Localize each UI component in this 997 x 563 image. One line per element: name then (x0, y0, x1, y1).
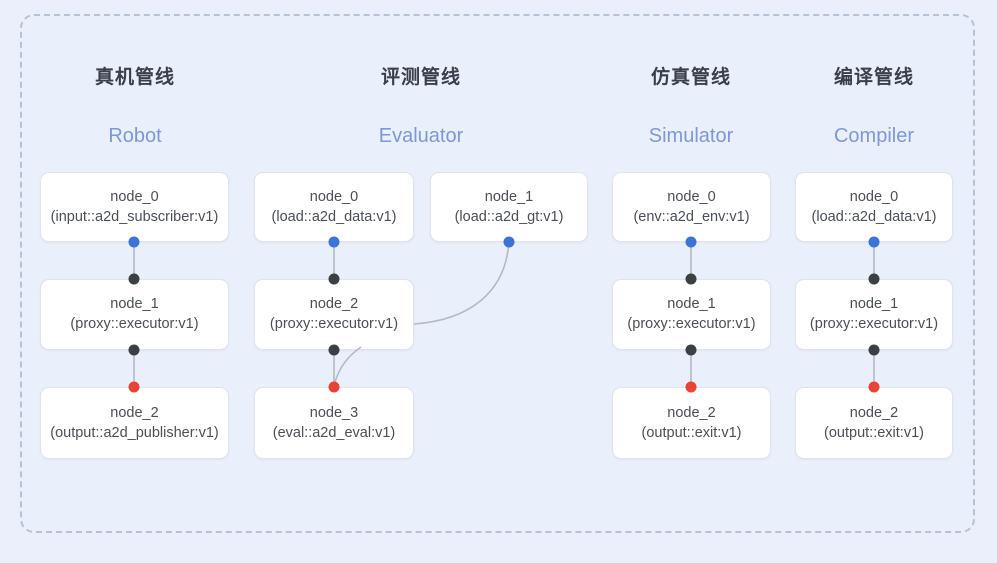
node-type: (output::a2d_publisher:v1) (50, 424, 219, 441)
column-title-en-robot: Robot (108, 125, 162, 147)
node-name: node_2 (110, 404, 159, 421)
node-simulator-0[interactable]: node_0 (env::a2d_env:v1) (612, 172, 771, 242)
node-robot-2[interactable]: node_2 (output::a2d_publisher:v1) (40, 387, 229, 459)
node-type: (load::a2d_data:v1) (271, 208, 397, 225)
node-type: (output::exit:v1) (824, 424, 924, 441)
node-type: (input::a2d_subscriber:v1) (50, 208, 219, 225)
node-name: node_1 (667, 296, 716, 312)
port-out-simulator-0[interactable] (685, 236, 697, 248)
column-title-cn-robot: 真机管线 (94, 67, 175, 88)
node-name: node_1 (484, 188, 534, 205)
node-evaluator-3[interactable]: node_3 (eval::a2d_eval:v1) (254, 387, 414, 459)
node-name: node_0 (309, 188, 359, 205)
port-in-compiler-1[interactable] (868, 273, 880, 285)
node-type: (eval::a2d_eval:v1) (272, 424, 396, 441)
node-evaluator-0[interactable]: node_0 (load::a2d_data:v1) (254, 172, 414, 242)
port-out-compiler-0[interactable] (868, 236, 880, 248)
node-name: node_2 (309, 296, 359, 312)
node-name: node_1 (849, 296, 899, 312)
port-out-simulator-1[interactable] (685, 344, 697, 356)
node-name: node_0 (849, 188, 899, 205)
node-type: (output::exit:v1) (641, 424, 742, 441)
port-out-robot-1[interactable] (128, 344, 140, 356)
port-out-evaluator-0[interactable] (328, 236, 340, 248)
node-name: node_0 (667, 188, 716, 205)
node-type: (load::a2d_gt:v1) (454, 208, 564, 225)
column-title-en-compiler: Compiler (833, 125, 915, 147)
port-in-robot-2[interactable] (128, 381, 140, 393)
port-out-evaluator-2[interactable] (328, 344, 340, 356)
node-type: (proxy::executor:v1) (627, 316, 756, 332)
node-type: (load::a2d_data:v1) (811, 208, 937, 225)
node-name: node_1 (110, 296, 159, 312)
port-out-evaluator-1[interactable] (503, 236, 515, 248)
port-in-simulator-2[interactable] (685, 381, 697, 393)
node-compiler-2[interactable]: node_2 (output::exit:v1) (795, 387, 953, 459)
node-simulator-1[interactable]: node_1 (proxy::executor:v1) (612, 279, 771, 350)
port-out-compiler-1[interactable] (868, 344, 880, 356)
node-compiler-0[interactable]: node_0 (load::a2d_data:v1) (795, 172, 953, 242)
port-out-robot-0[interactable] (128, 236, 140, 248)
node-type: (proxy::executor:v1) (269, 316, 399, 332)
column-title-en-simulator: Simulator (648, 125, 734, 147)
port-in-evaluator-3[interactable] (328, 381, 340, 393)
node-evaluator-2[interactable]: node_2 (proxy::executor:v1) (254, 279, 414, 350)
node-name: node_2 (849, 404, 899, 421)
node-name: node_0 (110, 188, 159, 205)
port-in-compiler-2[interactable] (868, 381, 880, 393)
node-evaluator-1[interactable]: node_1 (load::a2d_gt:v1) (430, 172, 588, 242)
column-title-cn-evaluator: 评测管线 (380, 67, 461, 88)
node-type: (proxy::executor:v1) (70, 316, 199, 332)
node-name: node_2 (667, 404, 716, 421)
port-in-simulator-1[interactable] (685, 273, 697, 285)
column-title-en-evaluator: Evaluator (378, 125, 464, 147)
node-type: (proxy::executor:v1) (809, 316, 939, 332)
port-in-evaluator-2[interactable] (328, 273, 340, 285)
node-name: node_3 (309, 404, 359, 421)
node-simulator-2[interactable]: node_2 (output::exit:v1) (612, 387, 771, 459)
node-robot-1[interactable]: node_1 (proxy::executor:v1) (40, 279, 229, 350)
port-in-robot-1[interactable] (128, 273, 140, 285)
node-robot-0[interactable]: node_0 (input::a2d_subscriber:v1) (40, 172, 229, 242)
column-title-cn-compiler: 编译管线 (833, 67, 914, 88)
column-title-cn-simulator: 仿真管线 (650, 67, 731, 88)
node-type: (env::a2d_env:v1) (633, 208, 750, 225)
node-compiler-1[interactable]: node_1 (proxy::executor:v1) (795, 279, 953, 350)
